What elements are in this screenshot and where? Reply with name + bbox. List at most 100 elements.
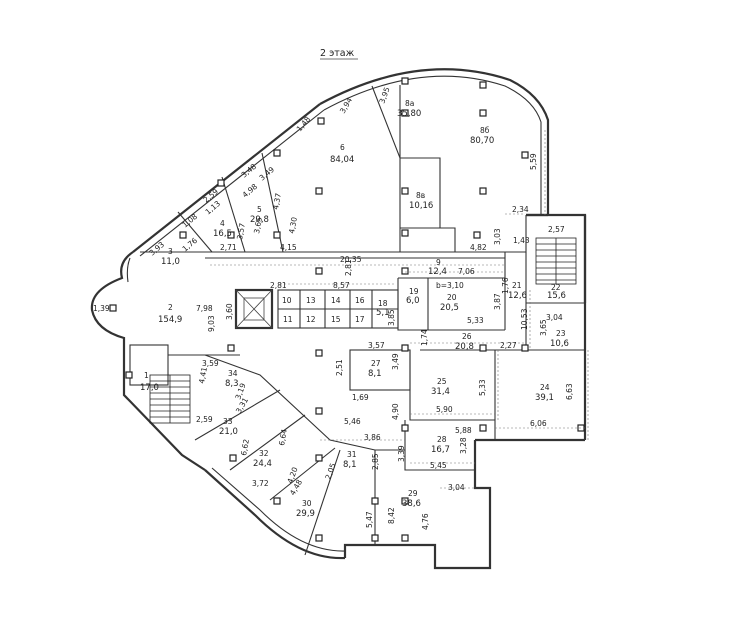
svg-text:4,76: 4,76 <box>421 513 430 530</box>
svg-text:29: 29 <box>408 489 418 498</box>
svg-text:17,0: 17,0 <box>140 383 159 393</box>
room-16: 16 <box>355 296 365 305</box>
svg-text:2,59: 2,59 <box>196 415 213 424</box>
svg-text:20,5: 20,5 <box>440 303 459 313</box>
svg-text:154,9: 154,9 <box>158 315 182 325</box>
svg-text:24,4: 24,4 <box>253 459 272 469</box>
svg-text:3,59: 3,59 <box>202 359 219 368</box>
svg-text:8,1: 8,1 <box>368 369 382 379</box>
svg-text:5,45: 5,45 <box>430 461 447 470</box>
svg-text:3,39: 3,39 <box>397 445 406 462</box>
svg-text:28: 28 <box>437 435 447 444</box>
svg-text:8,57: 8,57 <box>333 281 350 290</box>
svg-text:6: 6 <box>340 143 345 152</box>
room-11: 11 <box>283 315 293 324</box>
svg-text:84,04: 84,04 <box>330 155 354 165</box>
dimension-labels: 3,95 3,94 1,48 3,49 3,48 2,59 1,13 4,98 … <box>93 86 574 530</box>
svg-text:7,98: 7,98 <box>196 304 213 313</box>
room-19: 19 6,0 <box>406 287 420 306</box>
svg-text:20: 20 <box>447 293 457 302</box>
room-26: 26 20,8 <box>455 332 474 352</box>
room-20: 20 20,5 <box>440 293 459 313</box>
svg-text:9,03: 9,03 <box>207 315 216 332</box>
room-34: 34 8,3 <box>225 369 239 389</box>
svg-text:5,33: 5,33 <box>467 316 484 325</box>
svg-text:2,85: 2,85 <box>371 453 380 470</box>
svg-text:8в: 8в <box>416 191 425 200</box>
svg-text:18: 18 <box>378 299 388 308</box>
svg-text:2,05: 2,05 <box>323 462 337 481</box>
room-22: 22 15,6 <box>547 283 566 301</box>
svg-text:35,80: 35,80 <box>397 109 421 119</box>
room-14: 14 <box>331 296 341 305</box>
svg-text:6,62: 6,62 <box>239 438 251 456</box>
svg-text:4,15: 4,15 <box>280 243 297 252</box>
svg-text:3,65: 3,65 <box>539 319 548 336</box>
room-6: 6 84,04 <box>330 143 354 165</box>
svg-text:2,34: 2,34 <box>512 205 529 214</box>
room-8b: 8б 80,70 <box>470 126 494 146</box>
svg-text:1,08: 1,08 <box>181 212 200 230</box>
room-29: 29 38,6 <box>402 489 421 509</box>
room-labels: 1 17,0 2 154,9 3 11,0 4 16,5 5 29,8 6 84… <box>140 99 569 519</box>
svg-text:5,47: 5,47 <box>365 511 374 528</box>
svg-text:3,94: 3,94 <box>338 96 354 115</box>
svg-text:34: 34 <box>228 369 238 378</box>
svg-text:6,64: 6,64 <box>277 428 289 446</box>
svg-text:3,28: 3,28 <box>459 437 468 454</box>
svg-text:10,6: 10,6 <box>550 339 569 349</box>
svg-text:5,88: 5,88 <box>455 426 472 435</box>
svg-text:29,9: 29,9 <box>296 509 315 519</box>
room-3: 3 11,0 <box>161 247 180 267</box>
svg-text:19: 19 <box>409 287 419 296</box>
svg-text:21: 21 <box>512 281 522 290</box>
svg-text:4,82: 4,82 <box>470 243 487 252</box>
svg-text:39,1: 39,1 <box>535 393 554 403</box>
svg-text:12,6: 12,6 <box>508 291 527 301</box>
svg-text:3,87: 3,87 <box>493 293 502 310</box>
svg-text:8б: 8б <box>480 126 490 135</box>
svg-text:2,81: 2,81 <box>270 281 287 290</box>
svg-text:3,57: 3,57 <box>368 341 385 350</box>
svg-text:32: 32 <box>259 449 269 458</box>
svg-text:21,0: 21,0 <box>219 427 238 437</box>
svg-text:24: 24 <box>540 383 550 392</box>
room-15: 15 <box>331 315 341 324</box>
room-21: 21 12,6 <box>508 281 527 301</box>
svg-text:26: 26 <box>462 332 472 341</box>
left-stair <box>149 374 191 424</box>
svg-text:12,4: 12,4 <box>428 267 447 277</box>
svg-text:8,3: 8,3 <box>225 379 239 389</box>
svg-text:8,42: 8,42 <box>387 507 396 524</box>
svg-text:31,4: 31,4 <box>431 387 450 397</box>
room-13: 13 <box>306 296 316 305</box>
svg-text:22: 22 <box>551 283 561 292</box>
svg-text:29,8: 29,8 <box>250 215 269 225</box>
svg-text:3,04: 3,04 <box>448 483 465 492</box>
room-1: 1 17,0 <box>140 371 159 393</box>
svg-text:5,90: 5,90 <box>436 405 453 414</box>
svg-text:3,85: 3,85 <box>387 309 396 326</box>
svg-text:16,5: 16,5 <box>213 229 232 239</box>
room-23: 23 10,6 <box>550 329 569 349</box>
svg-text:1,43: 1,43 <box>513 236 530 245</box>
room-27: 27 8,1 <box>368 359 382 379</box>
interior-walls <box>129 85 585 556</box>
room-2: 2 154,9 <box>158 303 182 325</box>
svg-text:4,90: 4,90 <box>391 403 400 420</box>
svg-text:31: 31 <box>347 450 357 459</box>
outer-walls <box>90 68 587 570</box>
room-25: 25 31,4 <box>431 377 450 397</box>
svg-text:4,98: 4,98 <box>241 182 260 200</box>
svg-text:4: 4 <box>220 219 225 228</box>
svg-text:1,76: 1,76 <box>501 277 510 294</box>
svg-text:1: 1 <box>144 371 149 380</box>
room-8v: 8в 10,16 <box>409 191 433 211</box>
svg-text:5,33: 5,33 <box>478 379 487 396</box>
svg-text:7,06: 7,06 <box>458 267 475 276</box>
svg-text:15,6: 15,6 <box>547 291 566 301</box>
svg-text:2,51: 2,51 <box>335 359 344 376</box>
right-stair <box>535 237 577 285</box>
room-18: 18 5,1 <box>376 299 390 318</box>
